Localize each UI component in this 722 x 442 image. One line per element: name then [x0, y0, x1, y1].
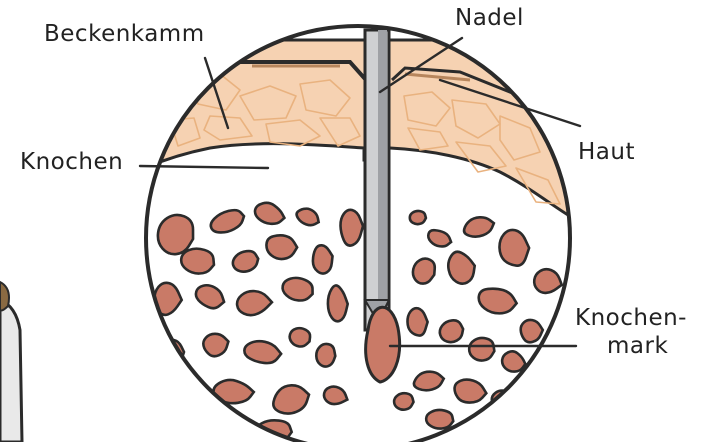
- marrow-blob: [521, 320, 543, 342]
- needle: [365, 30, 389, 330]
- marrow-blob: [468, 337, 495, 362]
- label-beckenkamm: Beckenkamm: [44, 22, 205, 46]
- label-nadel: Nadel: [455, 6, 524, 30]
- marrow-blob: [340, 210, 363, 246]
- hand-fragment: [0, 282, 22, 442]
- marrow-blob: [425, 409, 454, 430]
- marrow-blob: [407, 308, 427, 335]
- marrow-in-needle: [366, 307, 400, 382]
- label-haut: Haut: [578, 140, 635, 164]
- marrow-blob: [316, 344, 335, 367]
- marrow-blob: [410, 211, 426, 224]
- label-knochenmark-line1: Knochen-: [575, 306, 687, 330]
- marrow-blob: [394, 393, 413, 409]
- label-knochen: Knochen: [20, 150, 123, 174]
- label-knochenmark-line2: mark: [607, 334, 668, 358]
